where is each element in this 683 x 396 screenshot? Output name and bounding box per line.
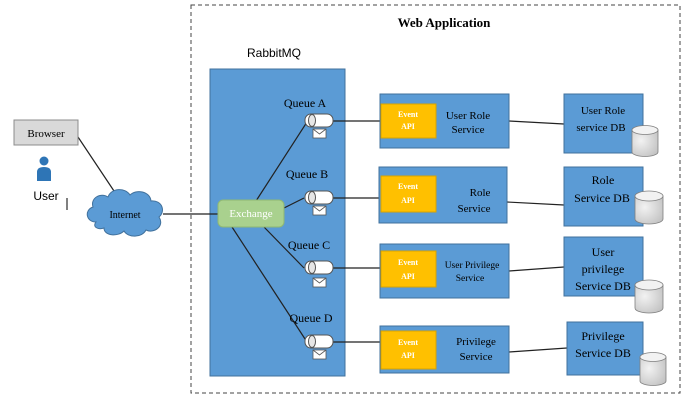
privilege-db-line2: Service DB (575, 346, 631, 360)
user-privilege-db-line2: privilege (582, 262, 625, 276)
role-service-name-line1: Role (470, 187, 491, 199)
user-privilege-db-line1: User (592, 245, 615, 259)
exchange-box (217, 199, 285, 228)
user-role-service-name-line2: Service (452, 124, 485, 136)
browser-label: Browser (27, 128, 65, 140)
web-application-boundary (190, 4, 681, 394)
queue-b-label: Queue B (286, 167, 328, 181)
web-application-title: Web Application (398, 15, 492, 30)
user-privilege-event-label: Event (398, 258, 418, 267)
queue-a-label: Queue A (284, 96, 327, 110)
role-service-name-line2: Service (458, 203, 491, 215)
service-d-db-line (508, 347, 568, 353)
exchange-queue-b-line (283, 197, 305, 209)
service-a-db-line (508, 120, 565, 125)
exchange-label: Exchange (229, 208, 272, 220)
role-db-cylinder-icon (634, 190, 664, 225)
role-event-label: Event (398, 182, 418, 191)
user-privilege-service-name-line2: Service (456, 274, 485, 284)
rabbitmq-title: RabbitMQ (247, 46, 301, 60)
user-role-db-box (563, 93, 644, 154)
queue-c-icon (304, 260, 334, 288)
user-role-event-label: Event (398, 110, 418, 119)
user-privilege-service-name-line1: User Privilege (445, 261, 500, 271)
user-role-db-line1: User Role (581, 105, 625, 117)
privilege-api-label: API (401, 351, 415, 360)
exchange-queue-c-line (263, 226, 305, 269)
queue-d-icon (304, 334, 334, 360)
user-role-api-label: API (401, 122, 415, 131)
queue-d-label: Queue D (290, 311, 333, 325)
privilege-event-label: Event (398, 338, 418, 347)
user-label: User (33, 189, 58, 203)
user-privilege-db-box (563, 236, 644, 297)
user-privilege-event-api-box (380, 250, 437, 288)
user-icon (37, 156, 51, 181)
user-role-service-name-line1: User Role (446, 110, 490, 122)
user-privilege-db-line3: Service DB (575, 279, 631, 293)
privilege-event-api-box (380, 330, 437, 370)
service-c-db-line (508, 266, 565, 272)
user-role-event-api-box (380, 103, 437, 139)
internet-cloud-icon (86, 189, 163, 237)
queue-b-icon (304, 190, 334, 216)
user-role-db-cylinder-icon (631, 125, 659, 157)
browser-internet-line (77, 136, 121, 201)
role-api-label: API (401, 196, 415, 205)
queue-a-icon (304, 113, 334, 139)
connection-lines (77, 120, 568, 353)
browser-box (13, 119, 79, 146)
exchange-queue-a-line (255, 121, 308, 202)
user-privilege-api-label: API (401, 272, 415, 281)
role-db-line2: Service DB (574, 191, 630, 205)
exchange-queue-d-line (231, 226, 308, 343)
queue-c-label: Queue C (288, 238, 330, 252)
service-b-db-line (506, 201, 565, 206)
user-privilege-db-cylinder-icon (634, 279, 664, 314)
privilege-db-line1: Privilege (581, 329, 624, 343)
role-db-box (563, 166, 644, 227)
role-db-line1: Role (592, 173, 615, 187)
internet-label: Internet (109, 210, 140, 221)
privilege-db-box (566, 321, 644, 376)
privilege-service-name-line1: Privilege (456, 336, 496, 348)
user-role-db-line2: service DB (576, 122, 625, 134)
privilege-service-name-line2: Service (460, 351, 493, 363)
privilege-db-cylinder-icon (639, 352, 667, 386)
role-event-api-box (380, 175, 437, 213)
